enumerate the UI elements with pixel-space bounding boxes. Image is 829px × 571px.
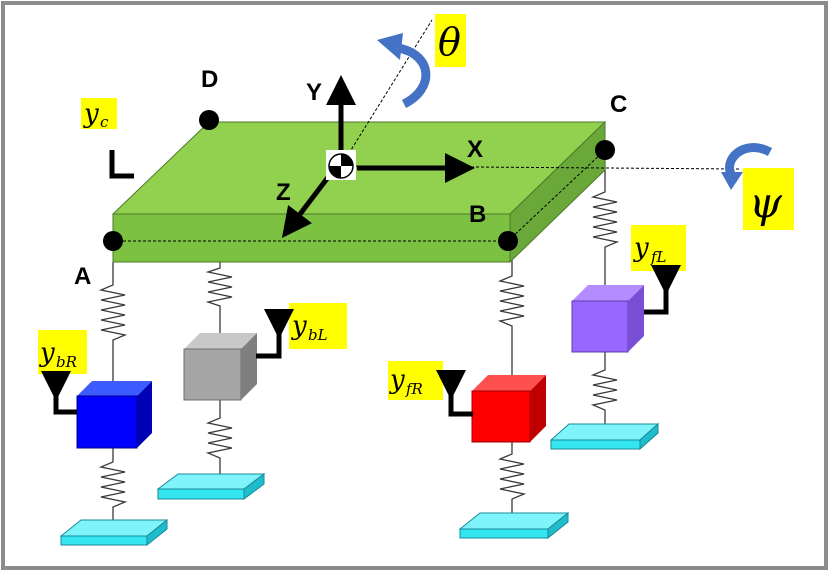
svg-text:fR: fR — [405, 380, 423, 398]
label-yfR: y fR — [389, 365, 423, 398]
corner-points — [103, 110, 615, 251]
spring-back-right-upper — [98, 262, 128, 382]
label-ybL: y bL — [291, 311, 328, 344]
body-front-face — [112, 213, 511, 263]
svg-text:y: y — [39, 338, 55, 368]
label-ybR: y bR — [39, 338, 77, 371]
spring-front-left-lower — [590, 352, 618, 425]
axis-label-z: Z — [276, 179, 291, 206]
corner-label-c: C — [610, 91, 627, 118]
spring-back-left-upper — [205, 262, 233, 348]
ground-plate-front-right — [458, 511, 570, 540]
corner-point-d — [199, 110, 219, 130]
svg-text:bR: bR — [56, 353, 77, 371]
mass-front-left — [571, 285, 644, 353]
yfR-arrow-icon — [436, 370, 473, 417]
corner-label-d: D — [201, 66, 218, 93]
corner-point-c — [595, 140, 615, 160]
corner-label-a: A — [74, 263, 91, 290]
svg-text:fL: fL — [650, 248, 667, 266]
ground-plate-back-right — [59, 518, 169, 547]
pitch-rotation-arrow-icon — [377, 33, 431, 109]
axis-label-y: Y — [306, 79, 322, 106]
spring-front-right-lower — [497, 442, 527, 515]
corner-label-b: B — [469, 201, 486, 228]
ground-plate-front-left — [549, 422, 660, 451]
mass-back-left — [183, 333, 257, 401]
corner-point-a — [103, 231, 123, 251]
svg-text:y: y — [389, 365, 405, 395]
yfL-arrow-icon — [644, 265, 681, 315]
axis-label-x: X — [467, 136, 483, 163]
spring-back-left-lower — [205, 400, 233, 475]
mass-back-right — [76, 381, 152, 449]
ground-plates — [59, 422, 660, 547]
label-highlights — [38, 14, 794, 400]
springs — [98, 160, 620, 522]
svg-text:y: y — [633, 233, 649, 263]
label-yc: y c — [83, 99, 109, 131]
svg-text:y: y — [291, 311, 307, 341]
mass-front-right — [471, 375, 546, 443]
corner-point-b — [498, 231, 518, 251]
spring-front-right-upper — [497, 260, 525, 376]
center-of-gravity-icon — [326, 150, 356, 180]
pitch-angle-label: θ — [438, 20, 461, 64]
label-yfL: y fL — [633, 233, 667, 266]
svg-text:y: y — [83, 99, 99, 129]
ybL-arrow-icon — [256, 309, 294, 359]
ground-plate-back-left — [156, 473, 266, 500]
svg-text:c: c — [100, 113, 109, 131]
roll-angle-label: ψ — [749, 178, 783, 227]
roll-rotation-arrow-icon — [721, 143, 773, 190]
spring-back-right-lower — [98, 448, 128, 522]
displacement-arrows — [41, 150, 681, 417]
z-axis-arrow — [281, 174, 331, 238]
coordinate-axes — [281, 75, 475, 238]
ybR-arrow-icon — [41, 371, 77, 415]
svg-text:bL: bL — [308, 326, 328, 344]
yc-arrow-icon — [109, 150, 134, 179]
spring-front-left-upper — [590, 160, 620, 290]
